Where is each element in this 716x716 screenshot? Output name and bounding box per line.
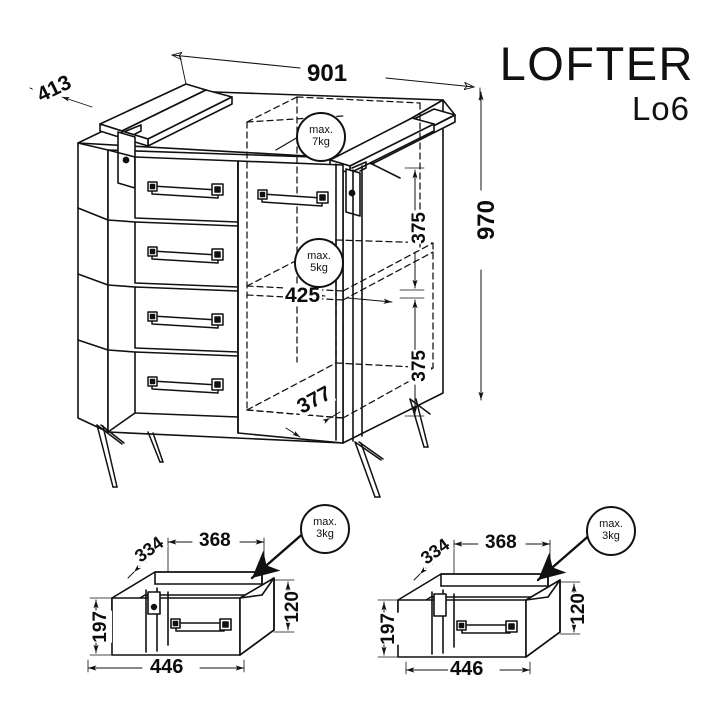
- load-badge-7kg-line1: max.: [309, 124, 333, 137]
- load-badge-5kg-line1: max.: [307, 250, 331, 263]
- left-drawer-load-line2: 3kg: [316, 528, 334, 540]
- left-drawer-front-height-197: 197: [89, 611, 112, 643]
- left-drawer-load-line1: max.: [313, 516, 337, 529]
- right-drawer-front-height-197: 197: [377, 613, 400, 645]
- load-badge-7kg-line2: 7kg: [312, 136, 330, 148]
- dimension-height-970: 970: [473, 200, 501, 241]
- left-drawer-load-badge-3kg: max. 3kg: [300, 504, 350, 554]
- right-drawer-load-line2: 3kg: [602, 530, 620, 542]
- right-drawer-interior-width-368: 368: [483, 532, 519, 553]
- left-drawer-outer-width-446: 446: [148, 656, 186, 678]
- load-badge-7kg: max. 7kg: [296, 112, 346, 162]
- brand-title: LOFTER: [499, 37, 694, 90]
- left-drawer-side-height-120: 120: [281, 591, 304, 623]
- right-drawer-load-badge-3kg: max. 3kg: [586, 506, 636, 556]
- brand-model: Lo6: [631, 90, 690, 127]
- dimension-lower-compartment-375: 375: [408, 350, 431, 382]
- load-badge-5kg-line2: 5kg: [310, 262, 328, 274]
- dimension-upper-compartment-375: 375: [408, 212, 431, 244]
- dimension-shelf-width-425: 425: [283, 284, 323, 307]
- right-drawer-side-height-120: 120: [567, 593, 590, 625]
- left-drawer-interior-width-368: 368: [197, 530, 233, 551]
- right-drawer-outer-width-446: 446: [448, 658, 486, 680]
- load-badge-5kg: max. 5kg: [294, 238, 344, 288]
- dimension-width-901: 901: [305, 60, 350, 87]
- right-drawer-load-line1: max.: [599, 518, 623, 531]
